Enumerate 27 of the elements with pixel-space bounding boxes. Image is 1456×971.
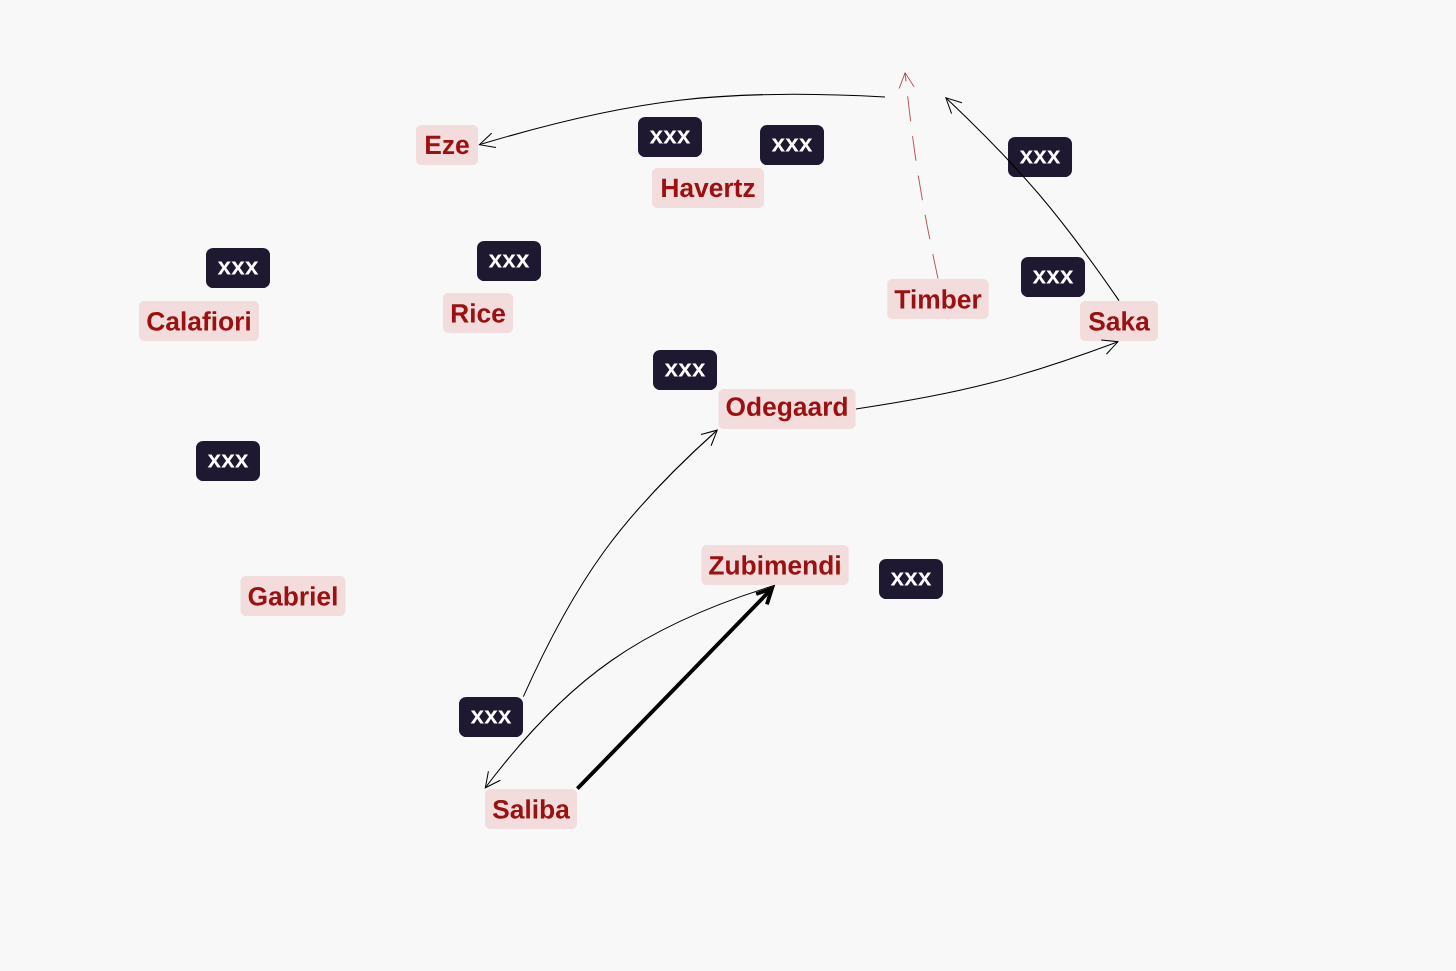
arrow: [945, 97, 1120, 302]
arrow: [522, 429, 719, 698]
tag-box: xxx: [206, 248, 270, 288]
tag-box: xxx: [459, 697, 523, 737]
player-label: Timber: [887, 279, 989, 319]
player-label: Havertz: [652, 168, 764, 208]
player-label: Zubimendi: [701, 545, 849, 585]
arrow: [484, 584, 776, 789]
player-label: Saliba: [485, 789, 577, 829]
player-label: Saka: [1080, 301, 1158, 341]
arrow: [898, 72, 939, 279]
player-label: Eze: [416, 125, 478, 165]
player-label: Rice: [443, 293, 513, 333]
player-label: Calafiori: [139, 301, 259, 341]
tag-box: xxx: [1021, 257, 1085, 297]
player-label: Gabriel: [240, 576, 346, 616]
tag-box: xxx: [477, 241, 541, 281]
player-label: Odegaard: [718, 389, 856, 429]
tag-box: xxx: [653, 350, 717, 390]
tag-box: xxx: [760, 125, 824, 165]
tag-box: xxx: [1008, 137, 1072, 177]
arrow: [478, 93, 886, 149]
arrow: [855, 339, 1119, 410]
arrow: [575, 585, 775, 790]
tag-box: xxx: [638, 117, 702, 157]
tag-box: xxx: [196, 441, 260, 481]
tag-box: xxx: [879, 559, 943, 599]
